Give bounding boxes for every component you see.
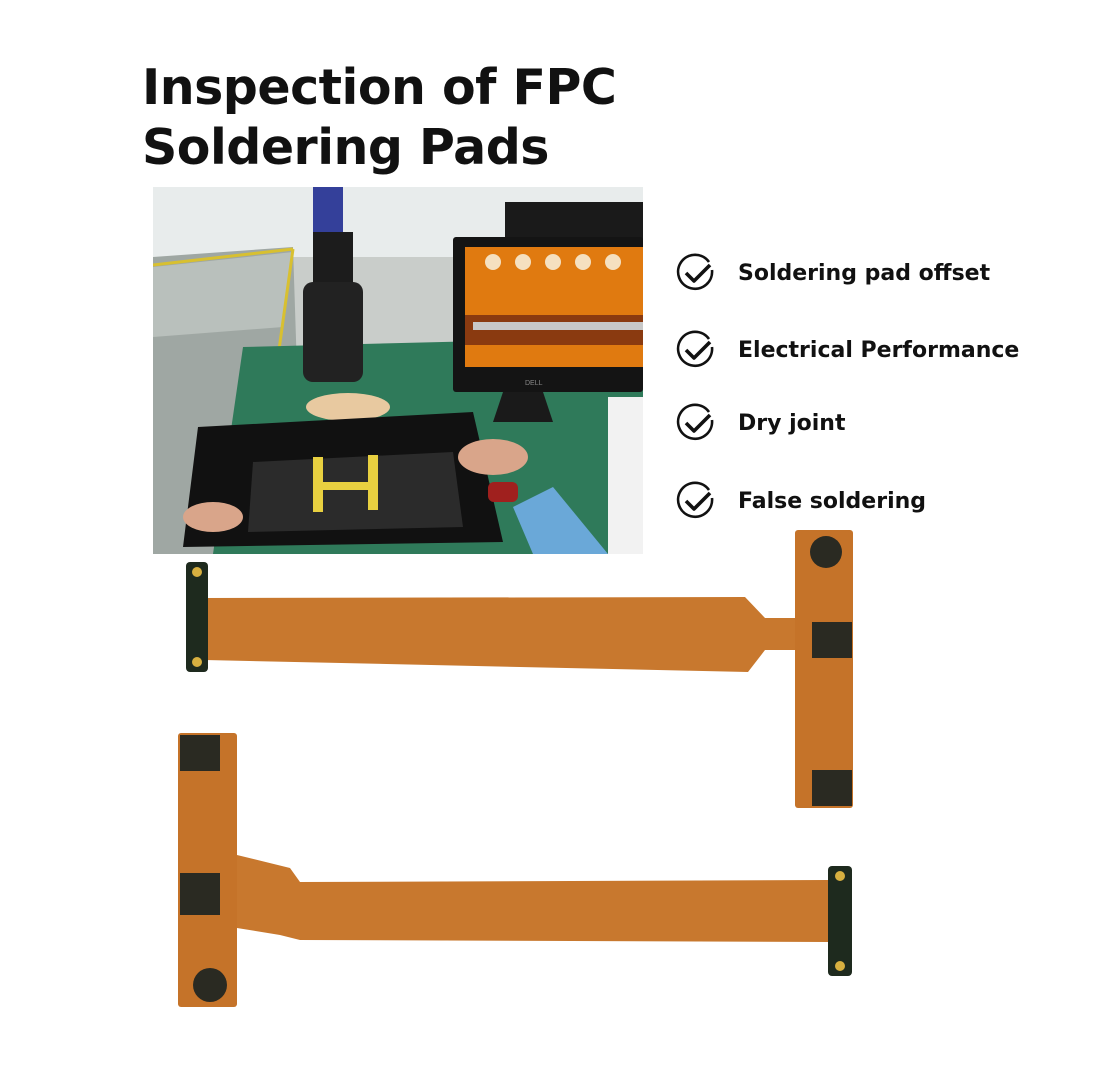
checklist-item: Dry joint [676,403,846,443]
page-title: Inspection of FPC Soldering Pads [142,58,617,178]
checklist-label: Soldering pad offset [738,260,991,286]
check-circle-icon [676,403,714,441]
checklist-item: Soldering pad offset [676,253,990,293]
checklist-label: Dry joint [738,410,846,436]
monitor-brand-logo: DELL [525,380,543,387]
checklist-label: False soldering [738,488,927,514]
checklist-item: Electrical Performance [676,330,1019,370]
fpc-cable-top [186,530,853,808]
fpc-cable-bottom [178,733,852,1007]
inspection-station-photo: DELL [153,187,643,554]
check-circle-icon [676,330,714,368]
check-circle-icon [676,481,714,519]
checklist-label: Electrical Performance [738,337,1020,363]
check-circle-icon [676,253,714,291]
title-line-1: Inspection of FPC [142,59,617,116]
checklist-item: False soldering [676,481,926,521]
title-line-2: Soldering Pads [142,119,549,176]
